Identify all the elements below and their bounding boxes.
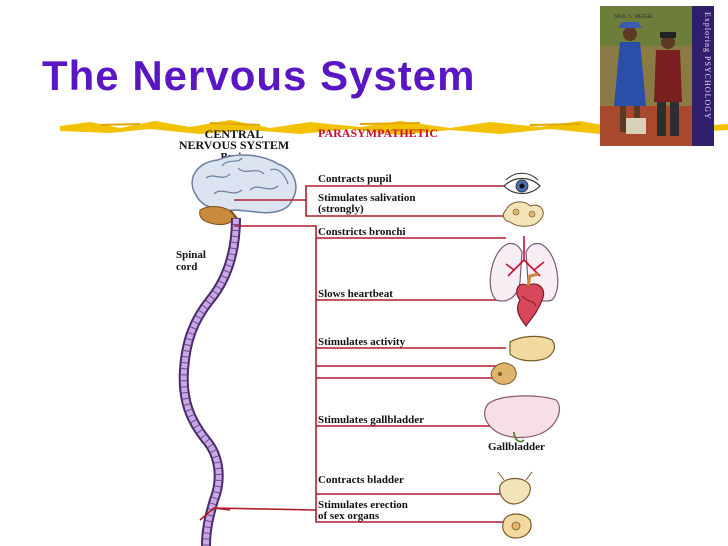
bladder-illustration [497,471,533,505]
spinal-label-line1: Spinal [176,249,206,261]
effect-sex-organs: of sex organs [318,510,380,522]
effect-stimulates-activity: Stimulates activity [318,336,406,348]
salivary-gland-illustration [502,201,544,227]
brain-illustration [191,154,297,225]
book-author: SAUL S. WEIGEL [614,14,654,20]
liver-illustration [484,395,561,443]
heart-illustration [516,272,545,328]
parasympathetic-heading: PARASYMPATHETIC [318,126,438,140]
book-cover-image: SAUL S. WEIGEL Exploring PSYCHOLOGY [600,6,714,146]
effect-stimulates-erection: Stimulates erection [318,499,408,511]
nerve-pathways [199,185,506,523]
gallbladder-label: Gallbladder [488,441,545,453]
book-spine: Exploring PSYCHOLOGY [692,6,714,146]
effect-slows-heartbeat: Slows heartbeat [318,288,393,300]
reproductive-organs-illustration [502,513,532,539]
spinal-label-line2: cord [176,261,197,273]
spinal-cord-illustration [178,217,241,546]
cns-heading-line2: NERVOUS SYSTEM [179,138,289,152]
cns-heading-line1: CENTRAL [205,127,264,141]
effect-stimulates-gallbladder: Stimulates gallbladder [318,414,424,426]
effect-salivation-qualifier: (strongly) [318,203,364,215]
stomach-pancreas-illustration [490,335,555,385]
slide-title: The Nervous System [42,52,476,99]
book-cover-art [600,6,692,146]
effect-constricts-bronchi: Constricts bronchi [318,226,406,238]
decorative-brush-rule [60,120,728,135]
eye-illustration [503,172,541,195]
effect-contracts-bladder: Contracts bladder [318,474,404,486]
book-spine-title: Exploring PSYCHOLOGY [703,12,712,120]
effect-stimulates-salivation: Stimulates salivation [318,192,415,204]
effect-contracts-pupil: Contracts pupil [318,173,392,185]
